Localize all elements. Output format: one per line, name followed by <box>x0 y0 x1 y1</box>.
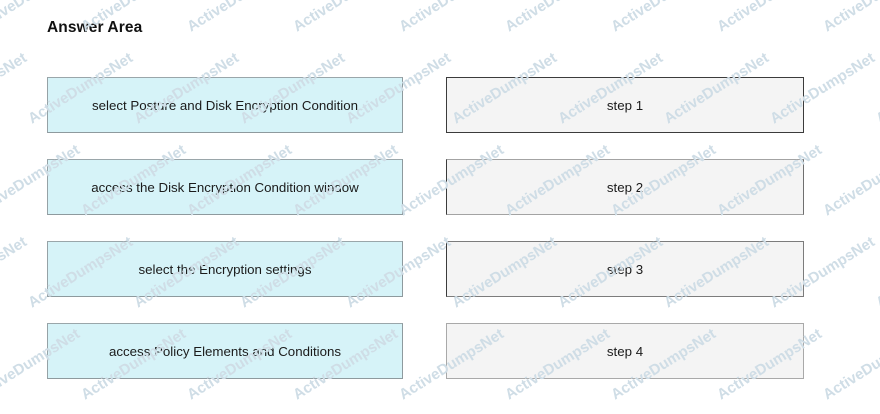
svg-text:ActiveDumpsNet: ActiveDumpsNet <box>0 49 30 127</box>
svg-text:ActiveDumpsNet: ActiveDumpsNet <box>873 233 880 311</box>
svg-text:ActiveDumpsNet: ActiveDumpsNet <box>184 0 295 35</box>
svg-text:ActiveDumpsNet: ActiveDumpsNet <box>290 0 401 35</box>
drop-target-step-1[interactable]: step 1 <box>446 77 804 133</box>
drag-item-1[interactable]: select Posture and Disk Encryption Condi… <box>47 77 403 133</box>
drag-item-3[interactable]: select the Encryption settings <box>47 241 403 297</box>
drag-item-2[interactable]: access the Disk Encryption Condition win… <box>47 159 403 215</box>
drop-target-step-4[interactable]: step 4 <box>446 323 804 379</box>
drag-item-label: select the Encryption settings <box>138 261 312 277</box>
page-title: Answer Area <box>47 19 143 36</box>
svg-text:ActiveDumpsNet: ActiveDumpsNet <box>820 141 880 219</box>
svg-text:ActiveDumpsNet: ActiveDumpsNet <box>714 0 825 35</box>
svg-text:ActiveDumpsNet: ActiveDumpsNet <box>502 0 613 35</box>
drag-item-label: select Posture and Disk Encryption Condi… <box>91 97 359 113</box>
drop-target-label: step 2 <box>606 179 644 195</box>
svg-text:ActiveDumpsNet: ActiveDumpsNet <box>820 0 880 35</box>
svg-text:ActiveDumpsNet: ActiveDumpsNet <box>820 325 880 403</box>
drag-item-label: access the Disk Encryption Condition win… <box>91 179 359 195</box>
drop-target-step-2[interactable]: step 2 <box>446 159 804 215</box>
svg-text:ActiveDumpsNet: ActiveDumpsNet <box>396 0 507 35</box>
drag-item-label: access Policy Elements and Conditions <box>108 343 342 359</box>
svg-text:ActiveDumpsNet: ActiveDumpsNet <box>0 233 30 311</box>
drop-target-label: step 1 <box>606 97 644 113</box>
drag-item-4[interactable]: access Policy Elements and Conditions <box>47 323 403 379</box>
svg-text:ActiveDumpsNet: ActiveDumpsNet <box>873 49 880 127</box>
drop-target-label: step 4 <box>606 343 644 359</box>
drop-target-step-3[interactable]: step 3 <box>446 241 804 297</box>
drop-target-label: step 3 <box>606 261 644 277</box>
svg-text:ActiveDumpsNet: ActiveDumpsNet <box>608 0 719 35</box>
